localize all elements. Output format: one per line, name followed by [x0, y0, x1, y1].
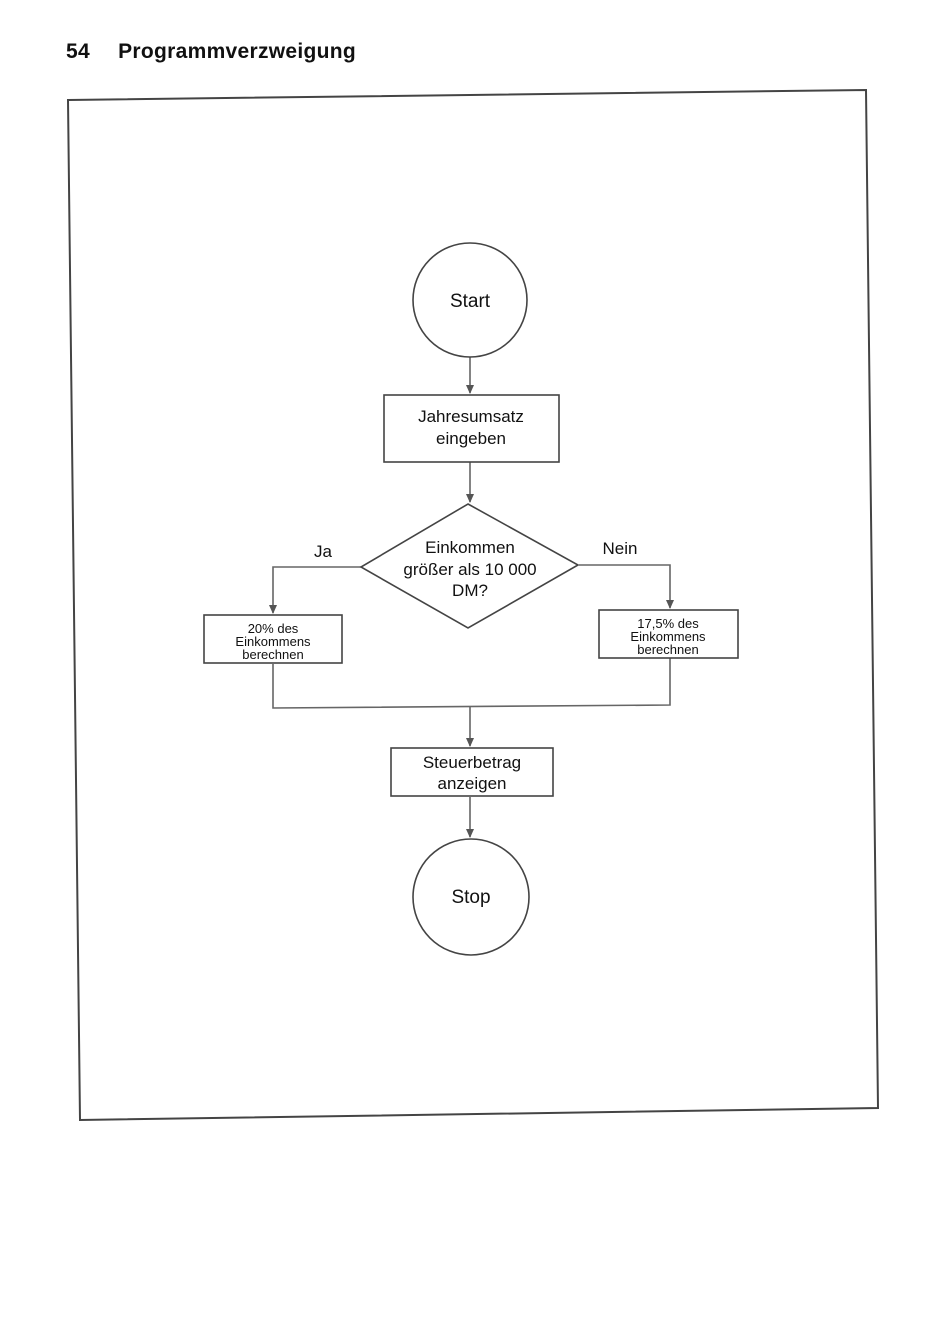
yes-box-line2: Einkommens	[235, 634, 311, 649]
decision-label-line3: DM?	[452, 581, 488, 600]
decision-node	[359, 503, 580, 629]
page-title: Programmverzweigung	[118, 40, 357, 63]
stop-node	[412, 838, 530, 956]
input-box	[383, 394, 560, 463]
figure-frame	[66, 88, 880, 1122]
connectors	[269, 357, 674, 838]
no-box-line3: berechnen	[637, 642, 698, 657]
output-label-line1: Steuerbetrag	[423, 753, 521, 772]
no-box-line2: Einkommens	[630, 629, 706, 644]
branch-yes-line	[269, 566, 361, 614]
yes-box-line1: 20% des	[248, 621, 299, 636]
page-number: 54	[66, 40, 90, 63]
branch-no-line	[579, 564, 674, 609]
page-header: 54 Programmverzweigung	[66, 40, 356, 64]
start-label: Start	[450, 291, 491, 312]
no-box-line1: 17,5% des	[637, 616, 699, 631]
yes-branch-box	[203, 614, 343, 664]
decision-label-line2: größer als 10 000	[403, 560, 536, 579]
stop-label: Stop	[451, 887, 490, 908]
input-label-line1: Jahresumsatz	[418, 407, 524, 426]
yes-label: Ja	[314, 542, 333, 561]
no-branch-box	[598, 609, 739, 659]
yes-box-line3: berechnen	[242, 647, 303, 662]
output-label-line2: anzeigen	[437, 774, 506, 793]
start-node	[412, 242, 528, 358]
input-label-line2: eingeben	[436, 429, 506, 448]
decision-label-line1: Einkommen	[425, 538, 515, 557]
no-label: Nein	[603, 539, 638, 558]
output-box	[390, 747, 554, 797]
merge-line	[272, 658, 671, 709]
